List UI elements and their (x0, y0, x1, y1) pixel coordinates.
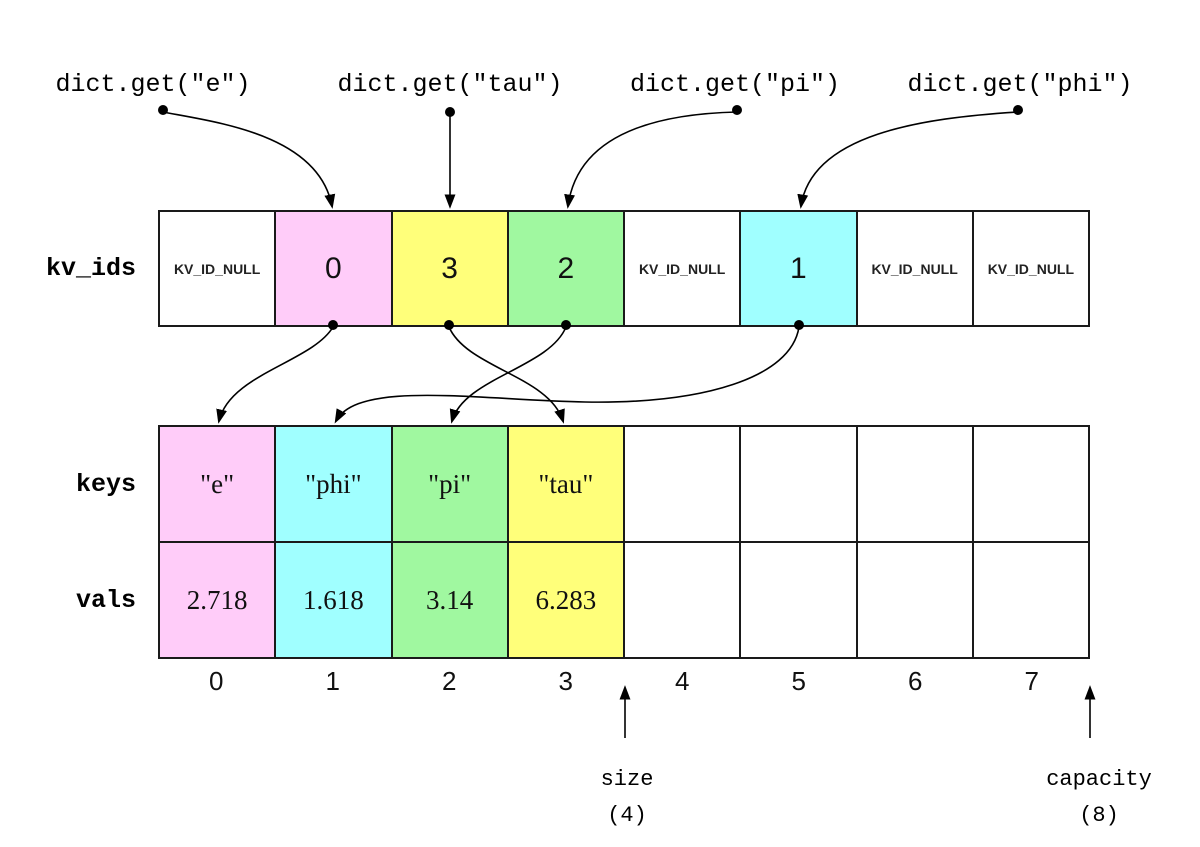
size-value: (4) (607, 803, 647, 828)
lookup-dot-pi (732, 105, 742, 115)
keys-cell-6 (857, 427, 974, 541)
arrow-lookup-e-to-slot1 (162, 111, 336, 209)
capacity-marker: capacity (8) (1046, 762, 1152, 834)
arrow-slot5-to-kv1 (334, 326, 800, 424)
capacity-label: capacity (1046, 767, 1152, 792)
kv-ids-cell-4: KV_ID_NULL (625, 212, 742, 325)
index-label-7: 7 (1024, 666, 1039, 696)
vals-cell-2: 3.14 (392, 543, 509, 657)
index-labels: 0 1 2 3 4 5 6 7 (158, 666, 1090, 697)
lookup-label-tau: dict.get("tau") (337, 70, 563, 99)
lookup-dot-phi (1013, 105, 1023, 115)
kv-ids-cell-3: 2 (508, 212, 625, 325)
index-label-1: 1 (325, 666, 340, 696)
arrow-slot3-to-kv2 (449, 326, 567, 424)
arrow-slot1-to-kv0 (216, 326, 334, 424)
vals-cell-7 (973, 543, 1088, 657)
index-label-6: 6 (908, 666, 923, 696)
keys-cell-0: "e" (160, 427, 277, 541)
row-label-keys: keys (75, 469, 136, 499)
arrow-slot2-to-kv3 (448, 326, 565, 424)
kv-ids-cell-5: 1 (741, 212, 858, 325)
lookup-label-phi: dict.get("phi") (907, 70, 1133, 99)
index-label-2: 2 (442, 666, 457, 696)
keys-cell-4 (625, 427, 742, 541)
kv-ids-cell-7: KV_ID_NULL (973, 212, 1088, 325)
capacity-value: (8) (1079, 803, 1119, 828)
index-label-5: 5 (791, 666, 806, 696)
index-label-0: 0 (209, 666, 224, 696)
row-label-kv-ids: kv_ids (45, 254, 136, 283)
index-label-3: 3 (558, 666, 573, 696)
vals-cell-5 (741, 543, 858, 657)
lookup-dot-tau (445, 107, 455, 117)
kv-ids-cell-0: KV_ID_NULL (160, 212, 277, 325)
size-marker: size (4) (601, 762, 654, 834)
kv-ids-cell-2: 3 (392, 212, 509, 325)
index-label-4: 4 (675, 666, 690, 696)
kv-ids-cell-1: 0 (276, 212, 393, 325)
vals-cell-3: 6.283 (508, 543, 625, 657)
row-label-vals: vals (75, 585, 136, 615)
vals-cell-4 (625, 543, 742, 657)
keys-row: "e""phi""pi""tau" (160, 427, 1088, 543)
lookup-dot-e (158, 105, 168, 115)
vals-cell-0: 2.718 (160, 543, 277, 657)
keys-cell-2: "pi" (392, 427, 509, 541)
keys-cell-5 (741, 427, 858, 541)
arrow-lookup-phi-to-slot5 (797, 111, 1019, 209)
vals-cell-1: 1.618 (276, 543, 393, 657)
keys-cell-7 (973, 427, 1088, 541)
keys-cell-3: "tau" (508, 427, 625, 541)
lookup-label-pi: dict.get("pi") (629, 70, 841, 99)
size-label: size (600, 767, 654, 792)
lookup-label-e: dict.get("e") (55, 70, 251, 99)
vals-cell-6 (857, 543, 974, 657)
kv-ids-cell-6: KV_ID_NULL (857, 212, 974, 325)
arrow-lookup-pi-to-slot3 (564, 111, 738, 209)
keys-cell-1: "phi" (276, 427, 393, 541)
